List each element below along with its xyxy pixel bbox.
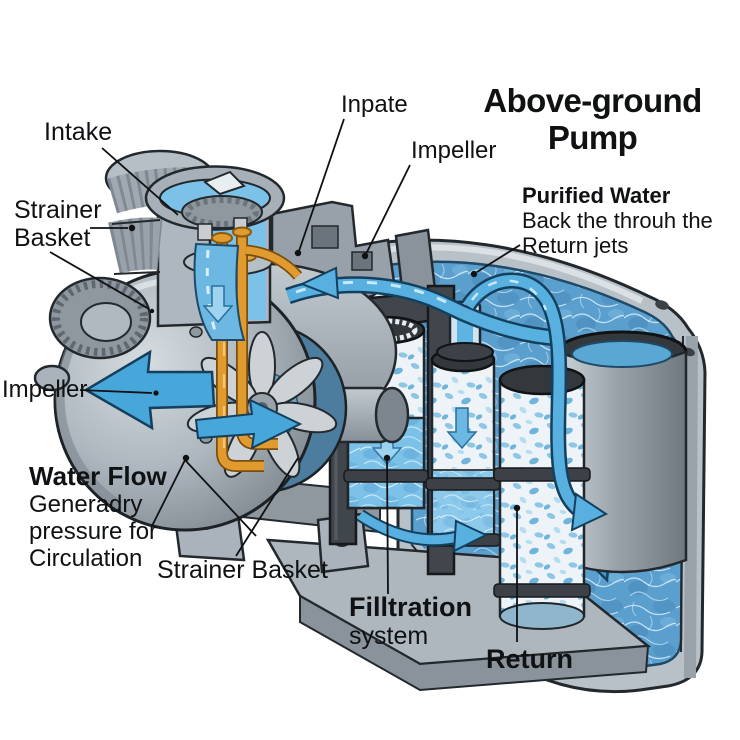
lid-handle: [203, 170, 246, 196]
leader-purified: [476, 244, 521, 273]
rim-screw-1: [655, 300, 669, 310]
label-line: Basket: [14, 224, 91, 252]
label-line: Generadry: [29, 491, 143, 518]
label-water-flow: Water Flow Generadry pressure for Circul…: [29, 461, 167, 572]
valve-fitting-1: [197, 223, 213, 241]
label-inpate: Inpate: [341, 91, 408, 118]
label-line: Return jets: [522, 233, 629, 258]
shaft-coupling: [374, 386, 410, 444]
leader-waterflow-2: [184, 459, 257, 537]
cartridge-down-arrow-2: [446, 407, 478, 450]
pot-rib-band: [108, 217, 163, 274]
bracket-notch-1: [311, 225, 339, 249]
leader-waterflow-1: [151, 459, 186, 527]
label-line: Purified Water: [522, 183, 671, 208]
label-strainer-basket-top: Strainer Basket: [14, 196, 102, 252]
label-heading: Water Flow: [29, 461, 167, 491]
label-line: Circulation: [29, 545, 143, 572]
title-line-1: Above-ground: [483, 82, 702, 119]
leader-impeller-left: [79, 389, 153, 394]
flow-axial-arrow: [194, 398, 303, 450]
label-heading: Filltration: [349, 592, 472, 622]
label-filtration-system: Filltration system: [349, 593, 472, 651]
bracket-notch-2: [351, 251, 373, 271]
water-flow: [83, 242, 609, 553]
leader-lines: [49, 118, 521, 642]
motor-ribbed-hub: [48, 276, 152, 360]
label-strainer-basket-bottom: Strainer Basket: [157, 556, 328, 584]
pool-wall-right-face: [684, 335, 698, 679]
volute-shading: [55, 327, 123, 509]
spill-arrowhead: [452, 519, 489, 553]
label-purified-water: Purified Water Back the throuh the Retur…: [522, 183, 713, 258]
flow-left-arrow: [83, 349, 216, 431]
label-impeller-left: Impeller: [2, 376, 88, 403]
return-arrowhead: [570, 492, 609, 532]
label-line: Back the throuh the: [522, 208, 713, 233]
label-line: Strainer: [14, 196, 102, 224]
fitting-flange: [436, 342, 494, 362]
leader-impeller-top: [365, 164, 411, 255]
leader-inpate: [298, 118, 345, 252]
title-line-2: Pump: [547, 119, 638, 156]
suction-arrowhead: [299, 266, 340, 300]
volute-bolt-1: [189, 326, 203, 338]
canister-water: [571, 340, 673, 368]
pipe-flange-2: [232, 226, 252, 238]
label-impeller-top: Impeller: [411, 137, 497, 164]
label-line: pressure for: [29, 518, 158, 545]
leader-strainer-top-diag: [49, 251, 150, 310]
volute-stub: [33, 364, 71, 392]
leader-intake: [101, 147, 179, 216]
label-intake: Intake: [44, 118, 113, 146]
pot-down-arrow: [202, 285, 234, 324]
platform-front: [299, 594, 650, 692]
pipe-flange-1: [211, 232, 233, 244]
label-return: Return: [486, 644, 573, 674]
label-line: system: [349, 622, 429, 650]
leader-strainer-bottom: [235, 457, 299, 557]
diagram-title: Above-ground Pump: [470, 82, 715, 156]
leader-filtration: [386, 460, 389, 595]
